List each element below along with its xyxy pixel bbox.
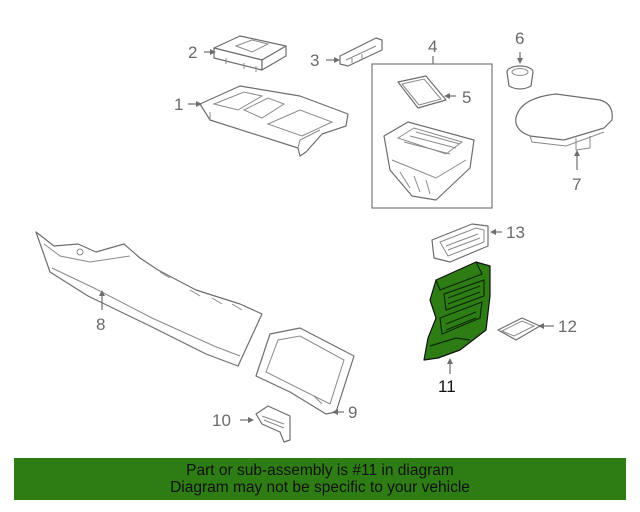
part-6-drawing [506,65,534,90]
callout-8: 8 [96,315,105,334]
parts-diagram: 2 3 1 4 5 6 [35,29,613,443]
part-1-drawing [199,85,349,157]
callout-5: 5 [462,88,471,107]
callout-6: 6 [515,29,524,48]
callout-9: 9 [348,403,357,422]
part-13-drawing [431,223,489,263]
callout-11: 11 [438,377,456,396]
callout-13: 13 [506,223,525,242]
part-3-drawing [339,37,383,67]
callout-10: 10 [212,411,231,430]
part-4-bin-drawing [383,121,475,201]
callout-4: 4 [428,37,437,56]
callout-7: 7 [572,175,581,194]
part-4-frame [371,63,493,209]
part-8-drawing [35,231,263,367]
callout-12: 12 [558,317,577,336]
banner-line-2: Diagram may not be specific to your vehi… [170,479,470,496]
part-7-drawing [515,93,613,151]
part-5-drawing [397,75,447,109]
callout-2: 2 [188,43,197,62]
part-10-drawing [255,405,291,443]
callout-1: 1 [174,95,183,114]
part-12-drawing [497,317,541,341]
part-2-drawing [213,35,287,72]
callout-3: 3 [310,51,319,70]
part-11-drawing [423,261,491,361]
info-banner: Part or sub-assembly is #11 in diagram D… [14,458,626,500]
banner-line-1: Part or sub-assembly is #11 in diagram [186,462,454,479]
part-9-drawing [255,327,355,415]
